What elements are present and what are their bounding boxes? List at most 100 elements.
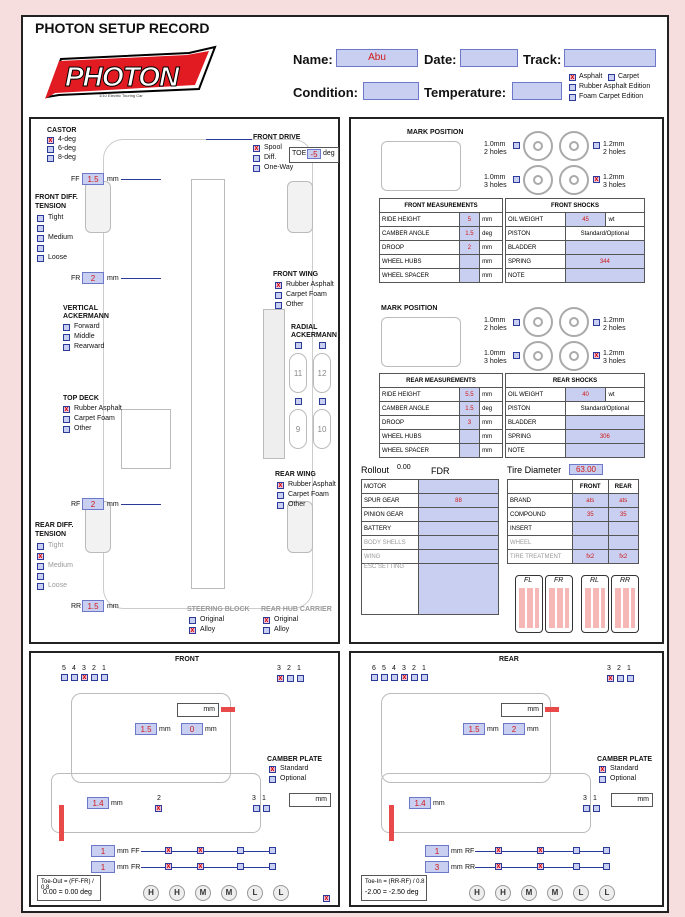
front-fr-value[interactable]: 1 [91, 861, 115, 873]
ff-field[interactable]: 1.5 [82, 173, 104, 185]
mark-front-br-checkbox[interactable]: x [593, 176, 600, 183]
tire-wheel-rear[interactable] [607, 535, 640, 550]
rear-hole-5-checkbox[interactable] [381, 674, 388, 681]
fs-bladder-value[interactable] [564, 240, 646, 255]
front-kick-checkbox[interactable]: x [155, 805, 162, 812]
tire-treatment-rear[interactable]: fx2 [607, 549, 640, 564]
front-insert-h2[interactable]: H [169, 885, 185, 901]
front-drive-oneway-checkbox[interactable] [253, 165, 260, 172]
foam-edition-checkbox[interactable] [569, 94, 576, 101]
rear-hole-1-checkbox[interactable] [421, 674, 428, 681]
rear-insert-h2[interactable]: H [495, 885, 511, 901]
rr-field[interactable]: 1.5 [82, 600, 104, 612]
tire-brand-rear[interactable]: ats [607, 493, 640, 508]
fs-oil-value[interactable]: 45 [564, 212, 607, 227]
rm-ride-height-value[interactable]: 5.5 [458, 387, 481, 402]
rear-rf-cb-1[interactable]: x [495, 847, 502, 854]
front-insert-l2[interactable]: L [273, 885, 289, 901]
tire-diameter-value[interactable]: 63.00 [569, 464, 603, 475]
radial-ackermann-10-checkbox[interactable] [319, 398, 326, 405]
top-deck-rubber-checkbox[interactable]: x [63, 406, 70, 413]
rear-rr-cb-3[interactable] [573, 863, 580, 870]
front-insert-m2[interactable]: M [221, 885, 237, 901]
front-lower-value[interactable]: 1.4 [87, 797, 109, 809]
front-ff-cb-2[interactable]: x [197, 847, 204, 854]
mark-rear-bl-checkbox[interactable] [513, 352, 520, 359]
front-wing-carpet-checkbox[interactable] [275, 292, 282, 299]
front-diff-loose-checkbox[interactable] [37, 255, 44, 262]
rs-oil-value[interactable]: 40 [564, 387, 607, 402]
rear-upper-value[interactable]: 1.5 [463, 723, 485, 735]
condition-field[interactable] [363, 82, 419, 100]
front-hole-3-checkbox[interactable]: x [81, 674, 88, 681]
front-wing-other-checkbox[interactable] [275, 302, 282, 309]
front-ff-cb-4[interactable] [269, 847, 276, 854]
track-field[interactable] [564, 49, 656, 67]
rear-hub-alloy-checkbox[interactable] [263, 627, 270, 634]
front-ff-cb-1[interactable]: x [165, 847, 172, 854]
front-insert-l1[interactable]: L [247, 885, 263, 901]
rear-rr-cb-1[interactable]: x [495, 863, 502, 870]
rear-upright-1-checkbox[interactable] [627, 675, 634, 682]
rear-rf-cb-2[interactable]: x [537, 847, 544, 854]
rear-insert-h1[interactable]: H [469, 885, 485, 901]
esc-value[interactable] [418, 563, 499, 615]
rear-upright-3-checkbox[interactable]: x [607, 675, 614, 682]
front-upright-3-checkbox[interactable]: x [277, 675, 284, 682]
rear-hole-4-checkbox[interactable] [391, 674, 398, 681]
rear-rf-value[interactable]: 1 [425, 845, 449, 857]
tire-insert-rear[interactable] [607, 521, 640, 536]
tire-compound-rear[interactable]: 35 [607, 507, 640, 522]
rubber-edition-checkbox[interactable] [569, 84, 576, 91]
rear-rr-cb-2[interactable]: x [537, 863, 544, 870]
rear-diff-tight-checkbox[interactable] [37, 543, 44, 550]
mark-front-bl-checkbox[interactable] [513, 176, 520, 183]
front-upright-1-checkbox[interactable] [297, 675, 304, 682]
rear-insert-l1[interactable]: L [573, 885, 589, 901]
front-camber-optional-checkbox[interactable] [269, 776, 276, 783]
rear-hub-original-checkbox[interactable]: x [263, 617, 270, 624]
asphalt-checkbox[interactable]: x [569, 74, 576, 81]
front-diff-tight-checkbox[interactable] [37, 215, 44, 222]
rear-hole-3-checkbox[interactable]: x [401, 674, 408, 681]
battery-value[interactable] [418, 521, 499, 536]
ackermann-rearward-checkbox[interactable] [63, 344, 70, 351]
front-steering-arm-checkbox[interactable]: x [323, 895, 330, 902]
rear-rf-cb-4[interactable] [603, 847, 610, 854]
front-upper2-value[interactable]: 0 [181, 723, 203, 735]
front-fr-cb-4[interactable] [269, 863, 276, 870]
mark-rear-br-checkbox[interactable]: x [593, 352, 600, 359]
rm-hubs-value[interactable] [458, 429, 481, 444]
front-fr-cb-1[interactable]: x [165, 863, 172, 870]
castor-4deg-checkbox[interactable]: x [47, 137, 54, 144]
body-value[interactable] [418, 535, 499, 550]
rear-wing-other-checkbox[interactable] [277, 502, 284, 509]
toe-field[interactable]: -5 [307, 149, 321, 159]
rear-pin-3-checkbox[interactable] [583, 805, 590, 812]
motor-value[interactable] [418, 479, 499, 494]
front-insert-m1[interactable]: M [195, 885, 211, 901]
radial-ackermann-11-checkbox[interactable] [295, 342, 302, 349]
front-fr-cb-2[interactable]: x [197, 863, 204, 870]
fm-hubs-value[interactable] [458, 254, 481, 269]
front-pin-3-checkbox[interactable] [253, 805, 260, 812]
fs-piston-value[interactable]: Standard/Optional [564, 226, 646, 241]
front-diff-medium-checkbox[interactable] [37, 235, 44, 242]
front-fr-cb-3[interactable] [237, 863, 244, 870]
tire-brand-front[interactable]: ats [572, 493, 609, 508]
pinion-value[interactable] [418, 507, 499, 522]
rear-diff-scale-1[interactable]: x [37, 553, 44, 560]
rear-rf-cb-3[interactable] [573, 847, 580, 854]
front-hole-4-checkbox[interactable] [71, 674, 78, 681]
fm-spacer-value[interactable] [458, 268, 481, 283]
front-pin-1-checkbox[interactable] [263, 805, 270, 812]
front-camber-standard-checkbox[interactable]: x [269, 766, 276, 773]
rear-upright-2-checkbox[interactable] [617, 675, 624, 682]
rear-rr-value[interactable]: 3 [425, 861, 449, 873]
rear-lower-value[interactable]: 1.4 [409, 797, 431, 809]
rear-insert-m1[interactable]: M [521, 885, 537, 901]
front-insert-h1[interactable]: H [143, 885, 159, 901]
rear-upper2-value[interactable]: 2 [503, 723, 525, 735]
rm-spacer-value[interactable] [458, 443, 481, 458]
front-hole-5-checkbox[interactable] [61, 674, 68, 681]
